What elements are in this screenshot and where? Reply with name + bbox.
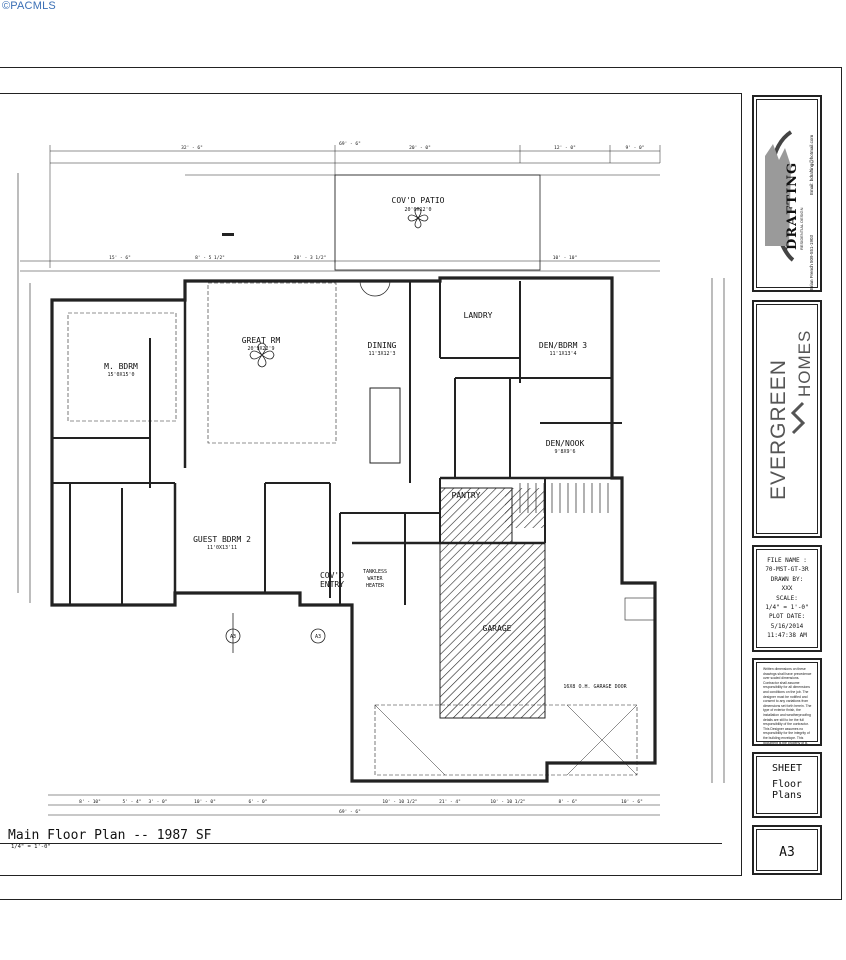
- dim-bottom-6: 10' - 10 1/2": [382, 799, 417, 805]
- sheet-label: SHEET: [771, 763, 803, 774]
- room-label-patio: COV'D PATIO: [392, 196, 445, 205]
- dim-top2-2: 8' - 5 1/2": [195, 255, 225, 261]
- dim-top-2: 20' - 0": [409, 145, 431, 151]
- dim-top-4: 9' - 0": [626, 145, 645, 151]
- dim-top-1: 32' - 6": [181, 145, 203, 151]
- room-label-pantry: PANTRY: [452, 491, 481, 500]
- room-label-den-nook: DEN/NOOK: [546, 439, 585, 448]
- drafting-logo-icon: [765, 130, 795, 262]
- dim-top2-3: 28' - 3 1/2": [294, 255, 327, 261]
- drafting-company-name: DRAFTING: [785, 161, 800, 250]
- plot-date-value: 5/16/2014: [770, 622, 804, 630]
- brand-evergreen: EVERGREEN: [767, 359, 790, 500]
- drafting-logo-box: DRAFTING RESIDENTIAL DESIGN Email: bdraf…: [752, 95, 822, 292]
- dim-top-3: 12' - 0": [554, 145, 576, 151]
- room-size-great-rm: 20'9X22'9: [247, 346, 274, 352]
- dim-top2-1: 15' - 6": [109, 255, 131, 261]
- drawn-by-value: XXX: [781, 585, 793, 593]
- sheet-number: A3: [779, 845, 795, 860]
- room-label-dining: DINING: [368, 341, 397, 350]
- scale-value: 1/4" = 1'-0": [765, 604, 809, 612]
- brand-homes: HOMES: [795, 329, 814, 397]
- water-heater-label-1: TANKLESS: [363, 569, 387, 575]
- sheet-border: [0, 67, 842, 900]
- file-name-value: 70-MST-GT-3R: [765, 566, 809, 574]
- room-size-guest-bdrm: 11'0X13'11: [207, 545, 237, 551]
- dim-bottom-2: 5' - 4": [123, 799, 142, 805]
- plot-time-value: 11:47:38 AM: [767, 632, 807, 640]
- room-label-guest-bdrm: GUEST BDRM 2: [193, 535, 251, 544]
- evergreen-logo-box: EVERGREEN HOMES: [752, 300, 822, 538]
- drafting-company-tag: RESIDENTIAL DESIGN: [799, 207, 804, 250]
- drafting-contact: Email: bdrafting@hotmail.com: [809, 134, 814, 195]
- notes-box: Written dimensions on these drawings sha…: [752, 658, 822, 746]
- dim-bottom-1: 8' - 10": [79, 799, 101, 805]
- plot-date-label: PLOT DATE:: [768, 613, 806, 621]
- sheet-value: Floor Plans: [771, 779, 803, 801]
- section-tag-2: A3: [315, 634, 321, 640]
- dim-bottom-10: 10' - 6": [621, 799, 643, 805]
- room-size-dining: 11'3X12'3: [368, 351, 395, 357]
- dim-bottom-7: 21' - 4": [439, 799, 461, 805]
- drafting-phone: Brian French 509-551-1903: [809, 234, 814, 290]
- room-label-great-rm: GREAT RM: [242, 336, 281, 345]
- room-size-patio: 20'0X12'0: [404, 207, 431, 213]
- dim-bottom-9: 8' - 6": [559, 799, 578, 805]
- room-label-den-bdrm3: DEN/BDRM 3: [539, 341, 587, 350]
- room-size-den-bdrm3: 11'1X13'4: [549, 351, 576, 357]
- sheet-number-box: A3: [752, 825, 822, 875]
- drawing-frame: [0, 93, 742, 876]
- dim-overall-top: 69' - 6": [339, 141, 361, 147]
- dim-bottom-5: 6' - 0": [249, 799, 268, 805]
- plan-scale: 1/4" = 1'-0": [11, 844, 51, 850]
- brand-mark-icon: [791, 401, 805, 435]
- floor-plan-drawing: COV'D PATIO GREAT RM DINING LANDRY DEN/B…: [17, 141, 725, 816]
- room-size-den-nook: 9'8X9'6: [554, 449, 575, 455]
- dim-top2-4: 10' - 10": [553, 255, 577, 261]
- dim-bottom-4: 10' - 0": [194, 799, 216, 805]
- plan-title-underline: [0, 843, 722, 844]
- watermark: ©PACMLS: [2, 0, 56, 12]
- dim-overall-bottom: 69' - 6": [339, 809, 361, 815]
- file-info-box: FILE NAME : 70-MST-GT-3R DRAWN BY: XXX S…: [752, 545, 822, 652]
- room-label-m-bdrm: M. BDRM: [104, 362, 138, 371]
- dim-bottom-3: 3' - 0": [149, 799, 168, 805]
- file-name-label: FILE NAME :: [767, 557, 807, 564]
- drawn-by-label: DRAWN BY:: [770, 575, 804, 583]
- dim-bottom-8: 10' - 10 1/2": [490, 799, 525, 805]
- notes-text: Written dimensions on these drawings sha…: [763, 667, 812, 745]
- scale-label: SCALE:: [776, 594, 798, 602]
- garage-door-note: 16X8 O.H. GARAGE DOOR: [563, 684, 627, 690]
- plan-title: Main Floor Plan -- 1987 SF: [8, 828, 212, 843]
- room-label-entry-1: COV'D: [320, 571, 344, 580]
- room-size-m-bdrm: 15'0X15'0: [107, 372, 134, 378]
- room-label-entry-2: ENTRY: [320, 580, 344, 589]
- room-label-garage: GARAGE: [483, 624, 512, 633]
- water-heater-label-3: HEATER: [366, 583, 385, 589]
- room-label-landry: LANDRY: [464, 311, 493, 320]
- water-heater-label-2: WATER: [367, 576, 383, 582]
- sheet-box: SHEET Floor Plans: [752, 752, 822, 818]
- section-tag-1: A3: [230, 634, 236, 640]
